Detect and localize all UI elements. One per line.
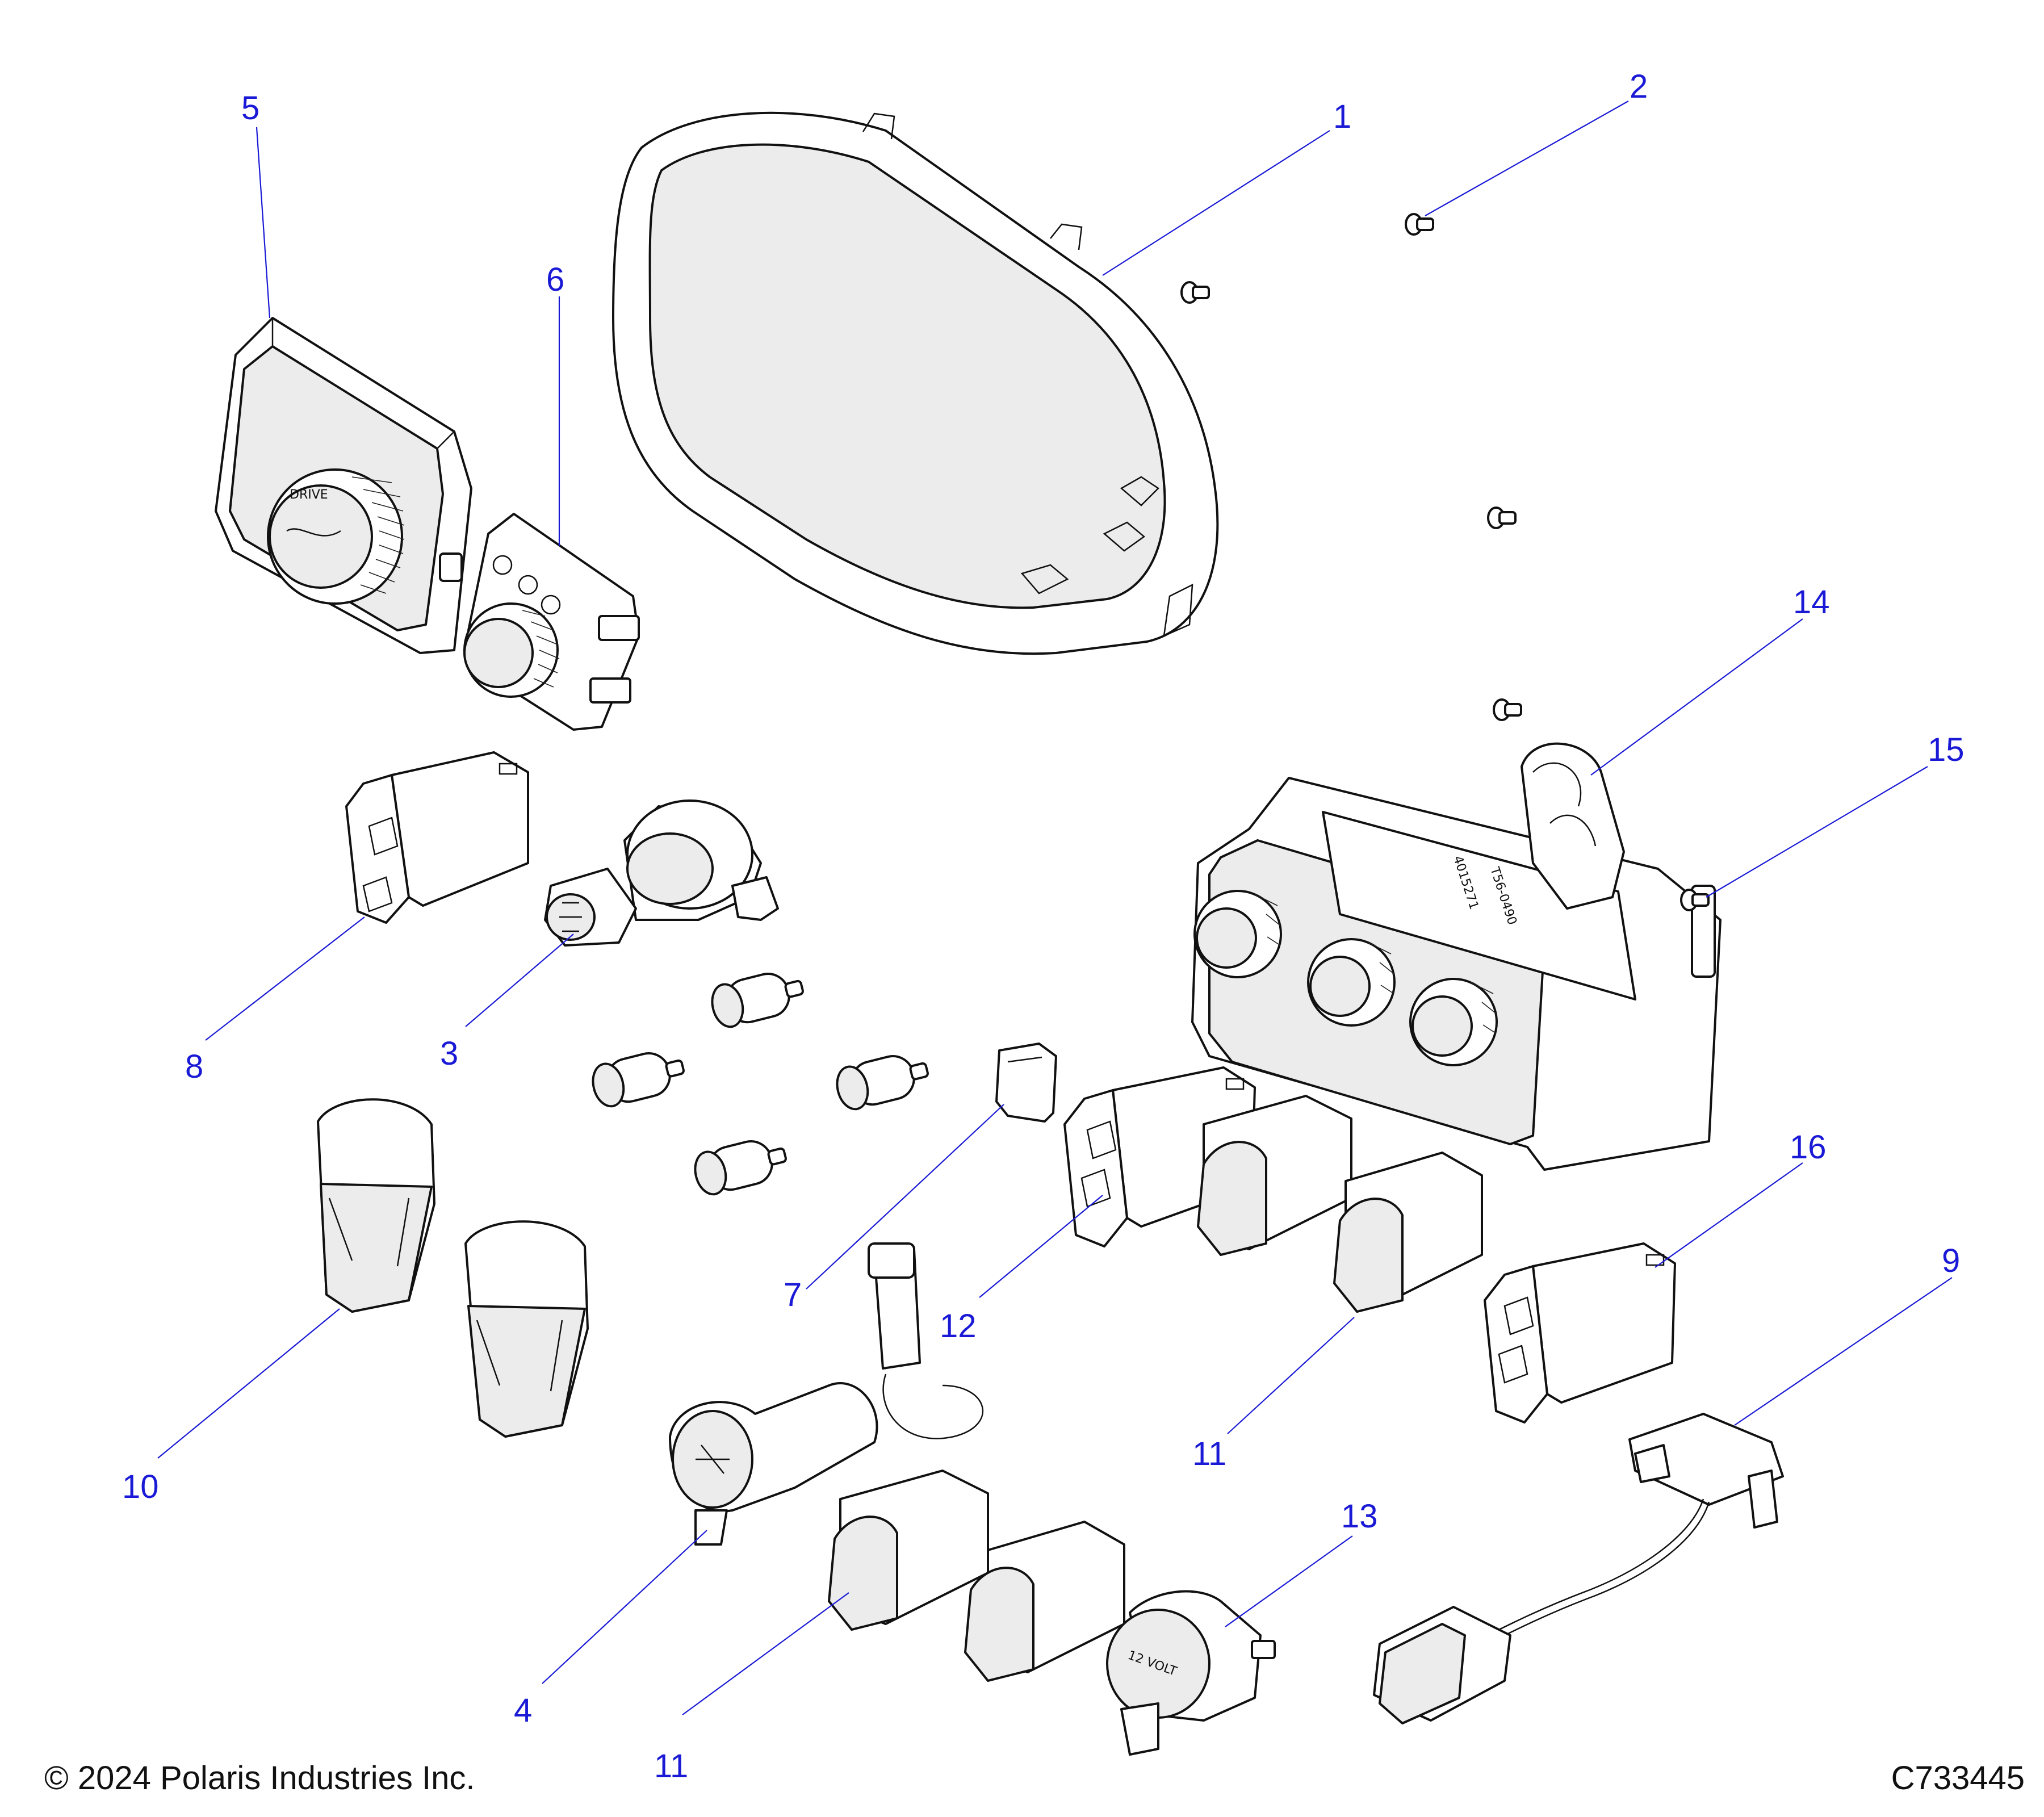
callout-2: 2 (1630, 68, 1648, 105)
callout-16: 16 (1790, 1129, 1827, 1166)
callout-14: 14 (1793, 584, 1830, 621)
leader-5 (256, 127, 271, 319)
part-hvac-controller: 4015271 T56-0490 (1191, 742, 1722, 1171)
part-toggle-switches (317, 1098, 589, 1438)
callout-4: 4 (514, 1692, 532, 1729)
part-blank-plug (995, 1043, 1057, 1123)
leader-lines (157, 101, 1953, 1715)
part-rotary-switch-module (463, 513, 640, 731)
callout-10: 10 (122, 1468, 159, 1505)
leader-9 (1734, 1277, 1953, 1426)
part-usb-charger (669, 1242, 984, 1546)
leader-7 (806, 1104, 1004, 1290)
part-cap-plugs (592, 973, 929, 1196)
leader-11a (1227, 1317, 1355, 1434)
part-wire-harness (1373, 1413, 1784, 1724)
diagram-id: C733445 (1891, 1760, 2025, 1797)
leader-14 (1590, 618, 1803, 776)
part-ignition-switch (544, 799, 779, 947)
part-rocker-switch-11a (1197, 1095, 1483, 1313)
leader-13 (1225, 1535, 1353, 1627)
callout-12: 12 (940, 1308, 977, 1345)
leader-16 (1655, 1162, 1803, 1268)
callout-11b: 11 (654, 1748, 688, 1785)
callout-7: 7 (784, 1276, 802, 1313)
callout-6: 6 (546, 261, 564, 298)
copyright-notice: © 2024 Polaris Industries Inc. (44, 1760, 475, 1797)
leader-10 (157, 1308, 340, 1459)
drive-mode-marking: DRIVE (290, 488, 328, 502)
callout-9: 9 (1942, 1242, 1960, 1279)
callout-5: 5 (241, 90, 259, 127)
callout-labels: 1 2 3 4 5 6 7 8 9 10 11 11 12 13 14 15 1… (122, 68, 1965, 1785)
leader-1 (1102, 130, 1330, 276)
callout-13: 13 (1341, 1498, 1378, 1535)
leader-4 (542, 1530, 707, 1684)
leader-8 (205, 916, 365, 1041)
leader-2 (1425, 101, 1629, 216)
callout-15: 15 (1928, 731, 1965, 768)
part-12v-socket: 12 VOLT (1106, 1590, 1276, 1756)
part-screw-set-2 (1180, 213, 1517, 529)
part-rocker-switch-11b (828, 1469, 1125, 1682)
part-screw-15 (1493, 698, 1710, 911)
callout-3: 3 (440, 1035, 458, 1072)
callout-1: 1 (1333, 98, 1351, 135)
leader-15 (1706, 766, 1928, 898)
leader-12 (979, 1195, 1103, 1298)
callout-8: 8 (185, 1048, 203, 1085)
callout-11a: 11 (1192, 1435, 1226, 1472)
part-instrument-cluster (612, 111, 1219, 655)
leader-3 (465, 933, 574, 1027)
part-rocker-switch-8 (345, 751, 529, 924)
part-drive-mode-switch: DRIVE (215, 317, 472, 654)
part-rocker-switch-16 (1484, 1242, 1676, 1424)
leader-11b (682, 1592, 849, 1715)
